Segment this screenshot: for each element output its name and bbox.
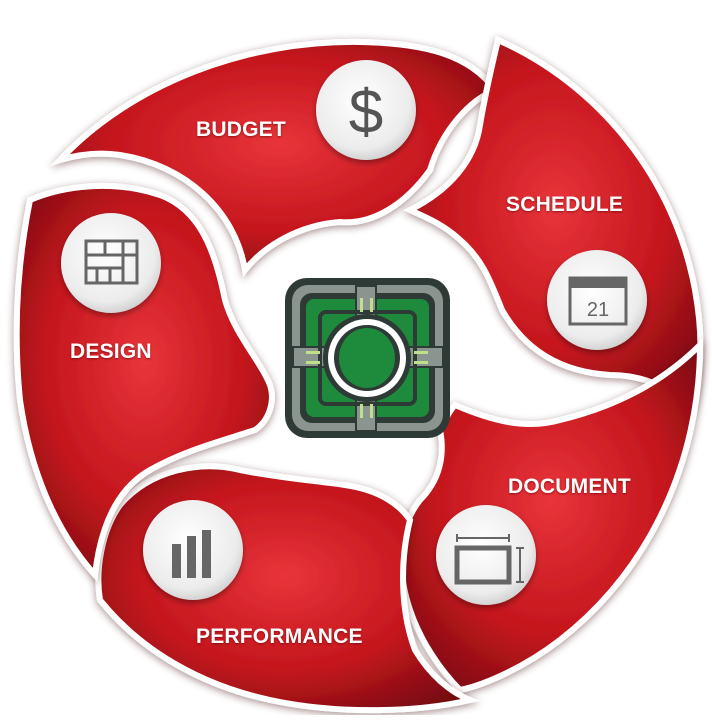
budget-badge: $: [316, 60, 416, 160]
calendar-icon: 21: [568, 276, 628, 326]
stained-glass-logo-icon: [285, 278, 450, 438]
label-document: DOCUMENT: [508, 475, 631, 498]
dimension-frame-icon: [454, 534, 524, 585]
floor-plan-icon: [84, 239, 139, 285]
design-badge: [61, 213, 161, 313]
label-schedule: SCHEDULE: [506, 193, 624, 216]
label-design: DESIGN: [70, 340, 152, 363]
label-budget: BUDGET: [196, 118, 286, 141]
schedule-badge: 21: [547, 250, 647, 350]
performance-badge: [143, 500, 243, 600]
svg-text:21: 21: [587, 299, 609, 321]
bar-chart-icon: [172, 530, 211, 578]
document-badge: [436, 505, 536, 605]
label-performance: PERFORMANCE: [196, 625, 363, 648]
dollar-icon: $: [349, 78, 383, 147]
